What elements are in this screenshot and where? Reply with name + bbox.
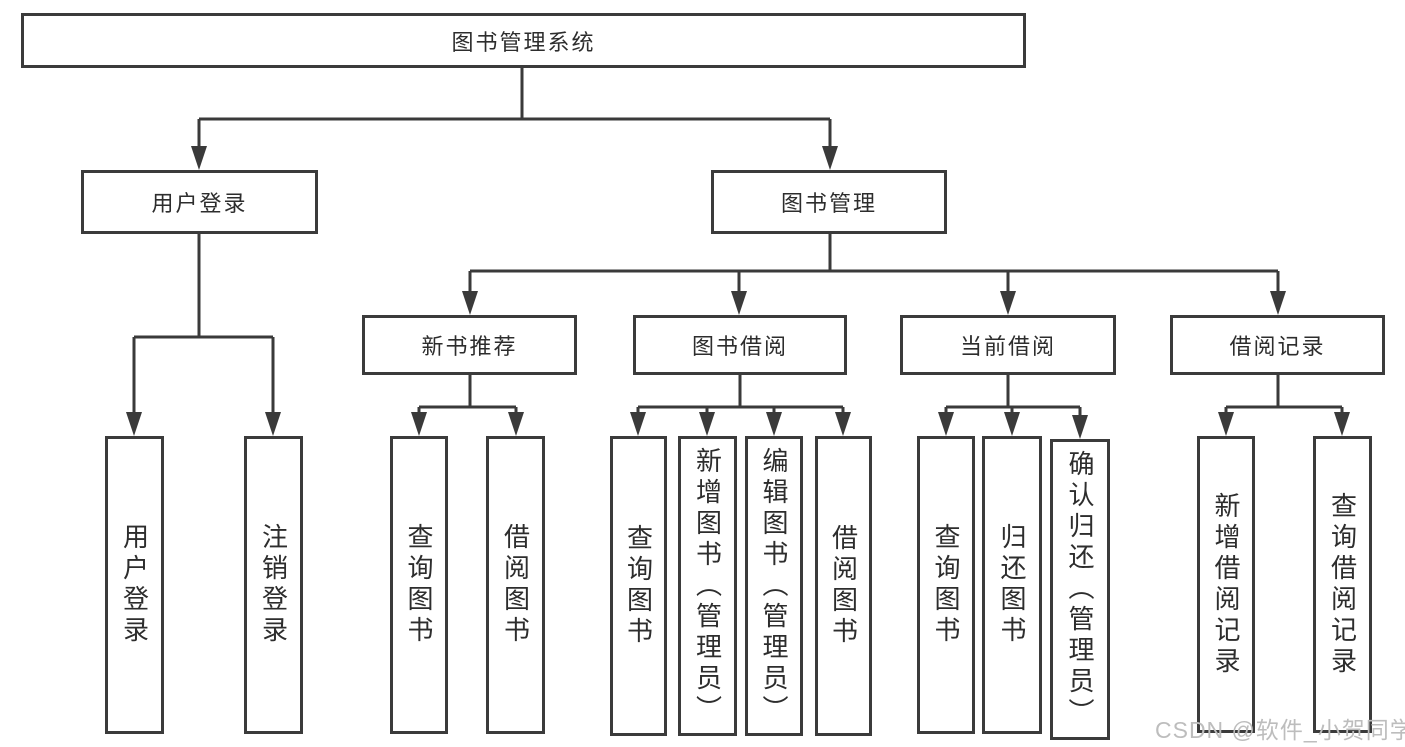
leaf-user-login: 用户登录 bbox=[105, 436, 164, 734]
watermark-csdn: CSDN @软件_小贺同学 bbox=[1155, 717, 1405, 743]
node-library-management-system: 图书管理系统 bbox=[21, 13, 1026, 68]
node-borrowing-records: 借阅记录 bbox=[1170, 315, 1385, 375]
leaf-query-books-recommendation: 查询图书 bbox=[390, 436, 448, 734]
node-book-borrowing: 图书借阅 bbox=[633, 315, 847, 375]
arrowhead bbox=[265, 412, 281, 436]
leaf-borrow-books-recommendation: 借阅图书 bbox=[486, 436, 545, 734]
leaf-return-book: 归还图书 bbox=[982, 436, 1042, 734]
arrowhead bbox=[699, 412, 715, 436]
arrowhead bbox=[835, 412, 851, 436]
arrowhead bbox=[766, 412, 782, 436]
connector-user-login bbox=[132, 234, 275, 418]
arrowhead bbox=[731, 291, 747, 315]
arrowhead bbox=[1072, 415, 1088, 439]
connector-book-management bbox=[468, 234, 1280, 297]
leaf-edit-book-admin: 编辑图书（管理员） bbox=[745, 436, 803, 736]
arrowhead bbox=[1000, 291, 1016, 315]
arrowhead bbox=[1004, 412, 1020, 436]
connector-book-borrowing bbox=[636, 375, 845, 418]
node-user-login: 用户登录 bbox=[81, 170, 318, 234]
leaf-add-borrow-record: 新增借阅记录 bbox=[1197, 436, 1255, 733]
leaf-logout: 注销登录 bbox=[244, 436, 303, 734]
arrowhead bbox=[462, 291, 478, 315]
connector-borrowing-records bbox=[1224, 375, 1344, 418]
arrowhead bbox=[1270, 291, 1286, 315]
connector-new-book-recommendation bbox=[417, 375, 518, 418]
leaf-borrow-books-borrowing: 借阅图书 bbox=[815, 436, 872, 736]
arrowhead bbox=[508, 412, 524, 436]
leaf-confirm-return-admin: 确认归还（管理员） bbox=[1050, 439, 1110, 740]
node-current-borrowing: 当前借阅 bbox=[900, 315, 1116, 375]
arrowhead bbox=[411, 412, 427, 436]
arrowhead bbox=[822, 146, 838, 170]
leaf-add-book-admin: 新增图书（管理员） bbox=[678, 436, 737, 736]
arrowhead bbox=[191, 146, 207, 170]
arrowhead bbox=[938, 412, 954, 436]
arrowhead bbox=[1334, 412, 1350, 436]
node-book-management: 图书管理 bbox=[711, 170, 947, 234]
arrowhead bbox=[630, 412, 646, 436]
leaf-query-books-borrowing: 查询图书 bbox=[610, 436, 667, 736]
leaf-query-books-current: 查询图书 bbox=[917, 436, 975, 734]
node-new-book-recommendation: 新书推荐 bbox=[362, 315, 577, 375]
arrowhead bbox=[126, 412, 142, 436]
arrowhead bbox=[1218, 412, 1234, 436]
arrowheads bbox=[126, 146, 1350, 439]
connector-root bbox=[197, 68, 832, 150]
leaf-query-borrow-record: 查询借阅记录 bbox=[1313, 436, 1372, 733]
